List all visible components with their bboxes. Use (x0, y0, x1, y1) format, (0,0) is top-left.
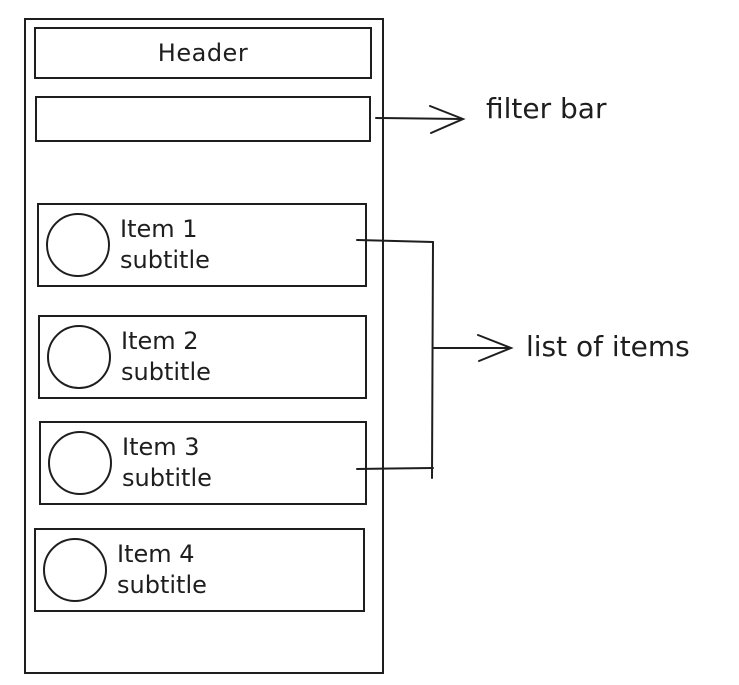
list-bracket (356, 239, 434, 479)
filter-bar[interactable] (35, 96, 371, 142)
phone-frame (24, 18, 384, 674)
item-subtitle: subtitle (122, 464, 212, 492)
list-item[interactable]: Item 2 subtitle (38, 315, 367, 399)
list-item[interactable]: Item 4 subtitle (34, 528, 365, 612)
filter-bar-annotation: filter bar (486, 92, 607, 125)
filter-bar-arrow (375, 105, 466, 134)
list-arrow (433, 334, 514, 362)
item-subtitle: subtitle (120, 246, 210, 274)
item-title: Item 3 (122, 433, 200, 461)
avatar (48, 431, 112, 495)
avatar (47, 325, 111, 389)
item-subtitle: subtitle (117, 571, 207, 599)
list-item[interactable]: Item 1 subtitle (37, 203, 367, 287)
header-box: Header (34, 27, 372, 79)
item-title: Item 4 (117, 540, 195, 568)
list-item[interactable]: Item 3 subtitle (39, 421, 367, 505)
header-title: Header (157, 39, 249, 67)
list-of-items-annotation: list of items (526, 330, 690, 363)
item-title: Item 2 (121, 327, 199, 355)
avatar (43, 538, 107, 602)
item-subtitle: subtitle (121, 358, 211, 386)
item-title: Item 1 (120, 215, 198, 243)
avatar (46, 213, 110, 277)
